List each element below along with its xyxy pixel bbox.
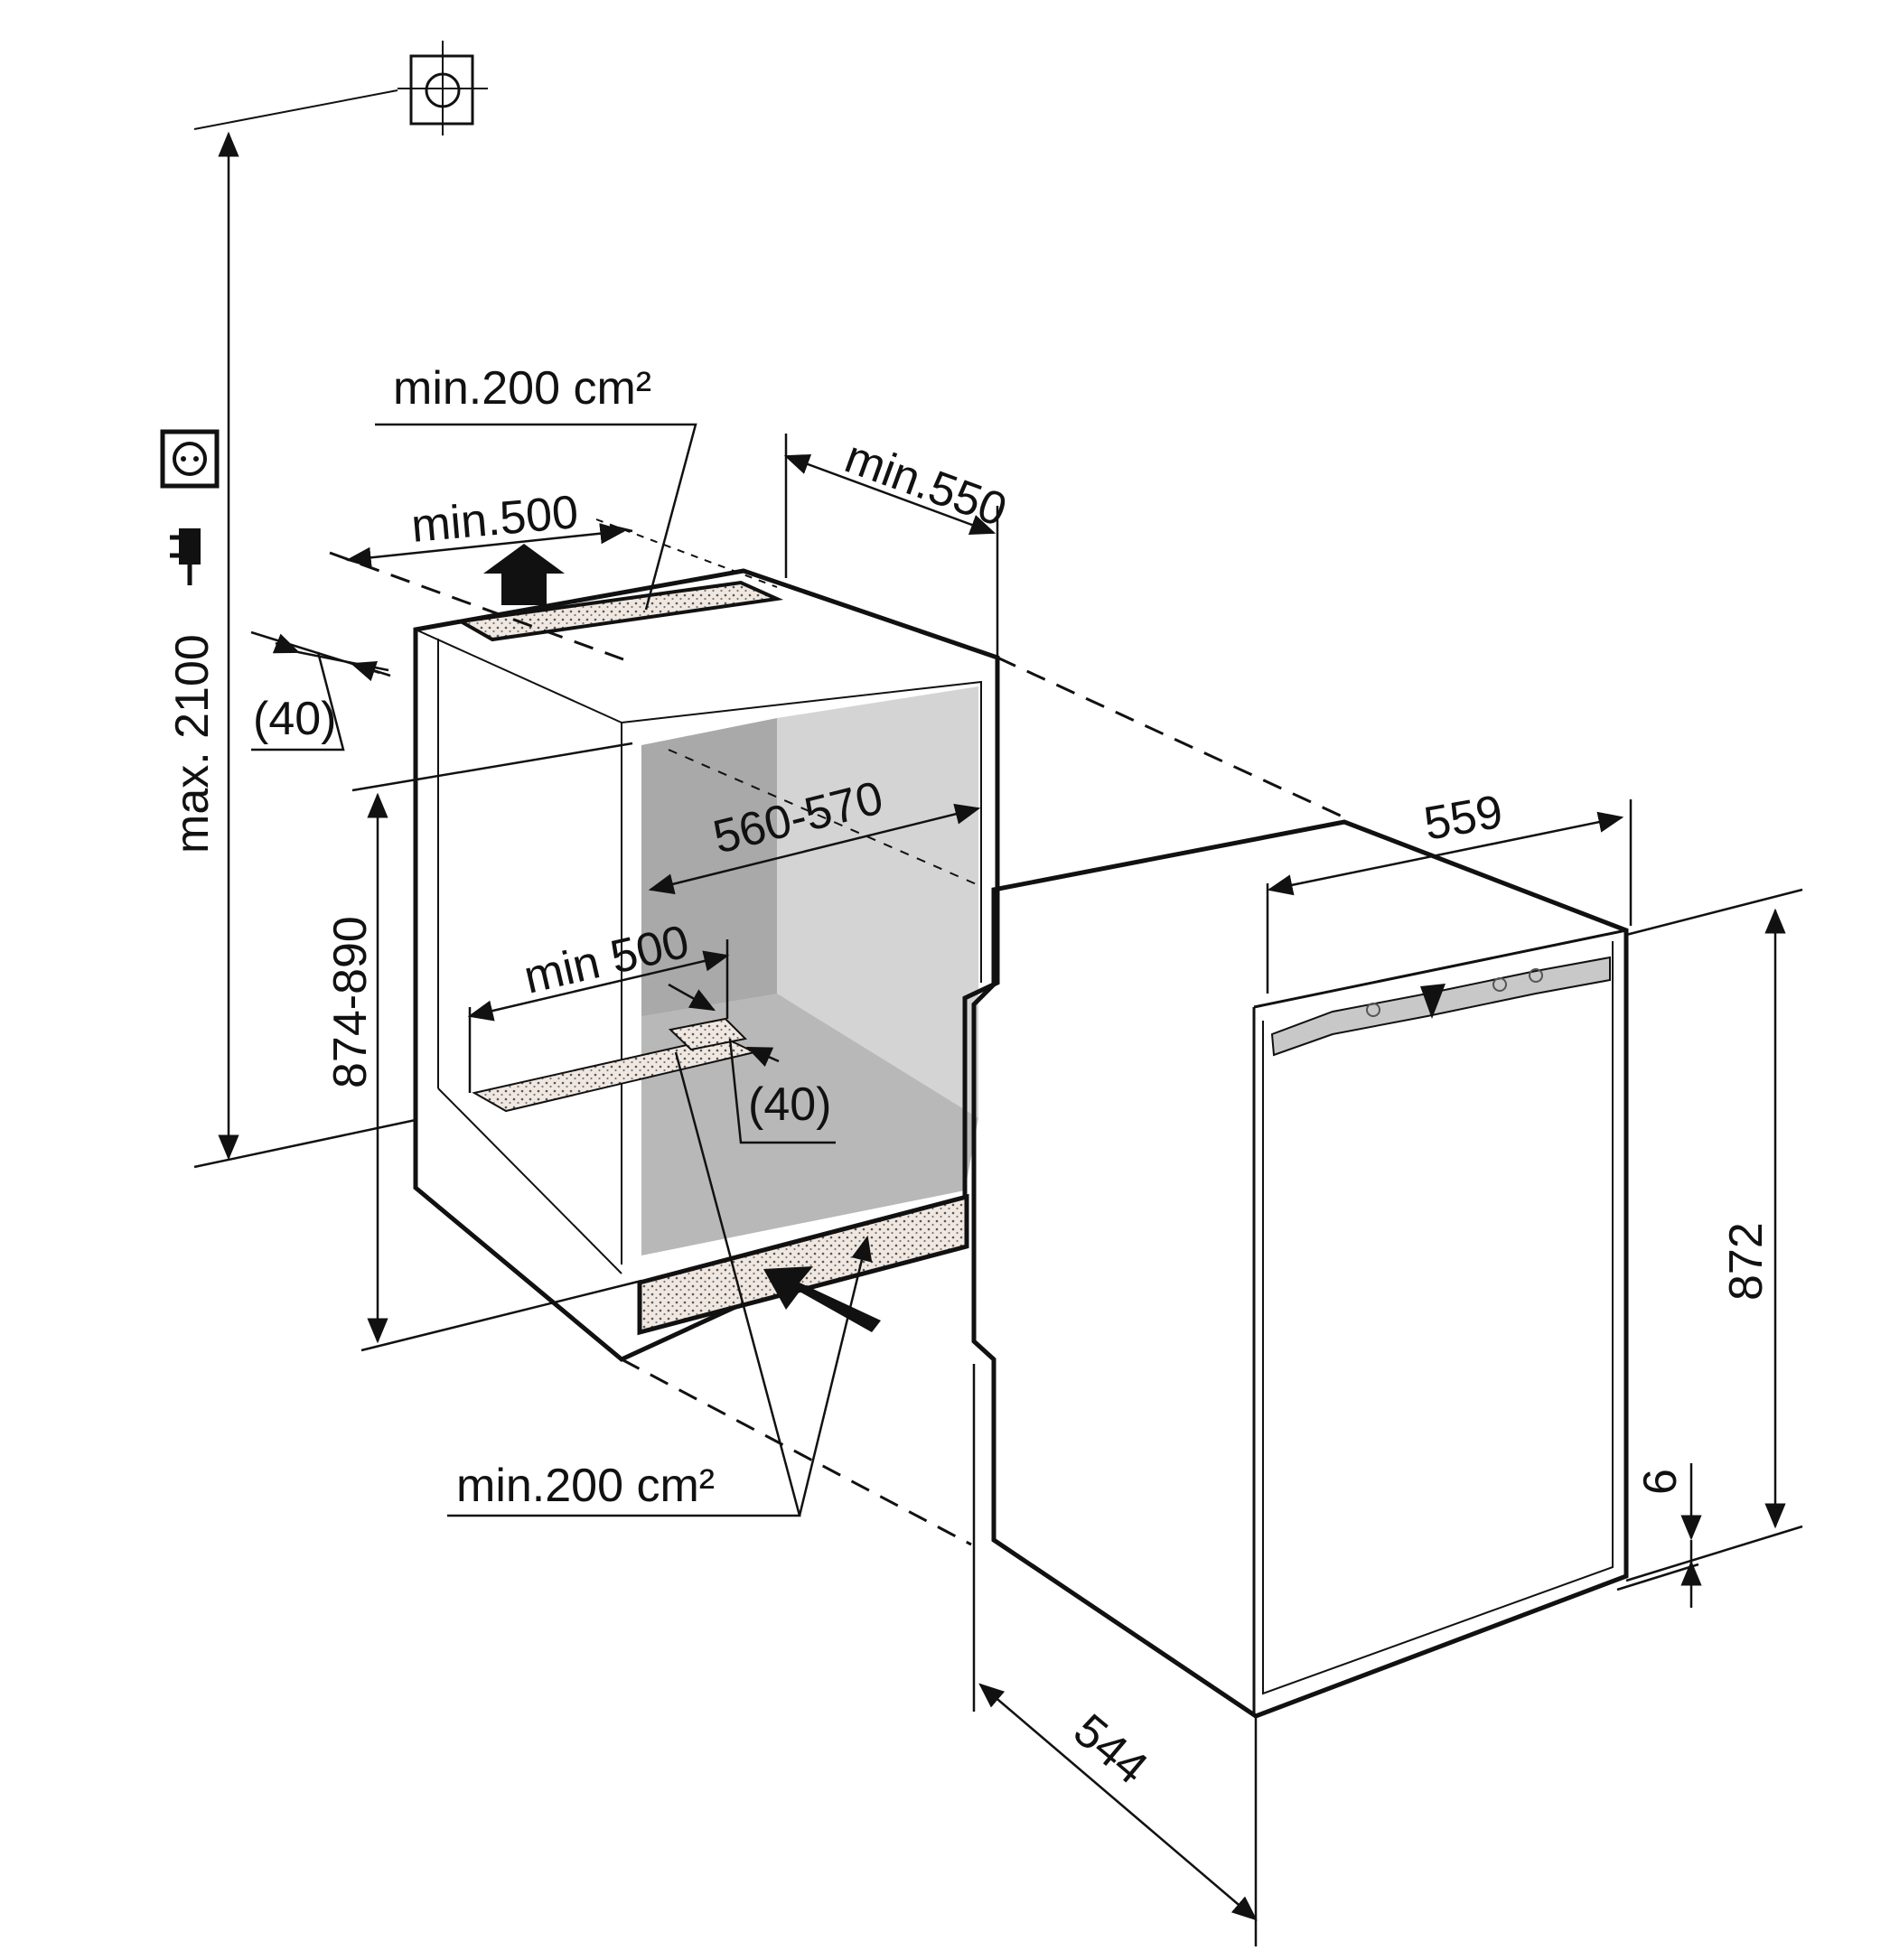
bottom-vent-grille	[637, 1193, 969, 1336]
appliance-body	[971, 819, 1629, 1719]
top-vent-opening	[454, 580, 784, 642]
ventilation-top-label: min.200 cm²	[393, 362, 651, 415]
socket-outlet-icon	[160, 429, 220, 489]
water-connection-icon	[193, 41, 488, 135]
air-in-arrow-icon	[763, 1266, 881, 1332]
max-height-label: max. 2100	[166, 634, 219, 854]
niche-height-label: 874-890	[324, 916, 377, 1088]
door-handle-recess	[1420, 984, 1446, 1019]
rear-gap-bottom-label: (40)	[748, 1078, 831, 1131]
appliance	[971, 819, 1629, 1719]
niche-cabinet	[413, 544, 1000, 1362]
base-gap-label: 6	[1634, 1469, 1687, 1495]
dimension-lines	[193, 131, 1803, 1946]
power-plug-icon	[170, 528, 201, 585]
ventilation-bottom-label: min.200 cm²	[456, 1460, 715, 1512]
rear-gap-marker-bottom	[668, 1017, 748, 1051]
control-panel	[1270, 956, 1611, 1057]
appliance-height-label: 872	[1720, 1222, 1773, 1301]
air-out-arrow-icon	[483, 544, 565, 605]
setting-button-icon	[1529, 968, 1543, 983]
top-opening-label: min.500	[409, 486, 580, 553]
niche-outer-shell	[413, 568, 1000, 1362]
rear-gap-top-label: (40)	[253, 693, 336, 745]
appliance-depth-label: 544	[1063, 1704, 1157, 1795]
appliance-width-label: 559	[1420, 786, 1507, 851]
depth-niche-label: min.550	[838, 431, 1014, 537]
setting-button-icon	[1492, 977, 1507, 992]
display-indicator-icon	[1366, 1003, 1380, 1017]
